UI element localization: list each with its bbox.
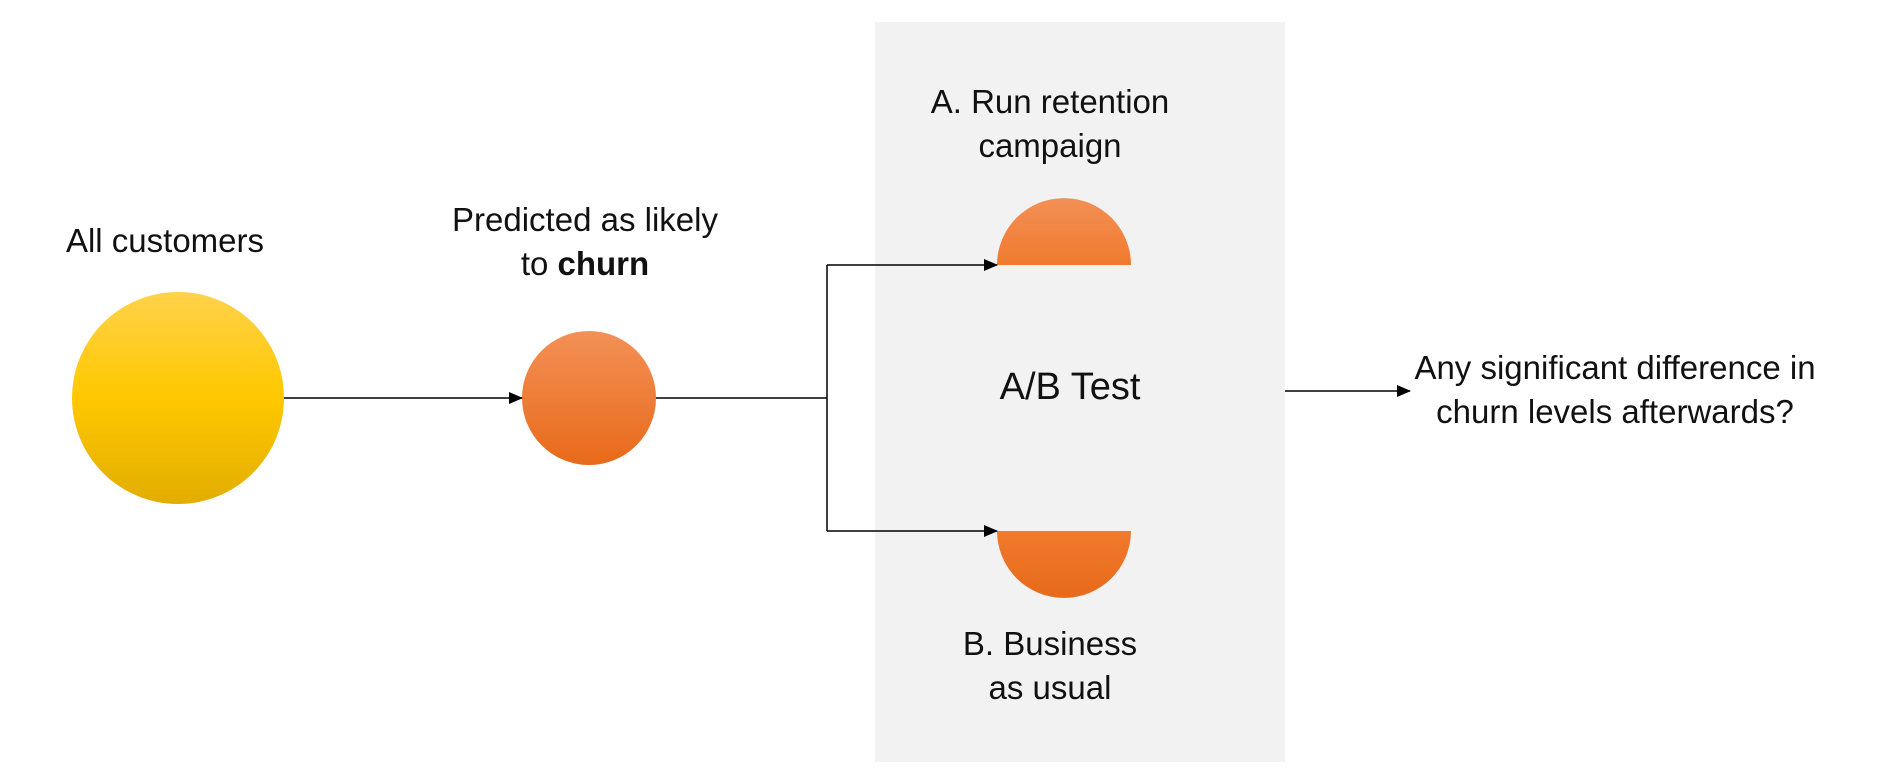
option-a-line-1: A. Run retention [930,83,1170,120]
predicted-line-2-bold: churn [557,245,650,282]
question-label: Any significant difference in churn leve… [1390,346,1840,434]
option-b-line-1: B. Business [962,625,1138,662]
predicted-line-1: Predicted as likely [452,201,718,238]
question-line-2: churn levels afterwards? [1436,393,1794,430]
group-b-half-circle [997,531,1131,598]
ab-test-label: A/B Test [960,365,1180,409]
predicted-line-2-prefix: to [520,245,558,282]
option-a-line-2: campaign [978,127,1122,164]
option-b-line-2: as usual [988,669,1112,706]
all-customers-text: All customers [65,222,265,259]
all-customers-label: All customers [40,219,290,263]
option-b-label: B. Business as usual [930,622,1170,710]
all-customers-circle [72,292,284,504]
predicted-line-2: to churn [420,242,750,286]
predicted-churn-circle [522,331,656,465]
option-a-label: A. Run retention campaign [900,80,1200,168]
ab-test-panel [875,22,1285,762]
ab-test-text: A/B Test [999,366,1141,408]
question-line-1: Any significant difference in [1414,349,1816,386]
predicted-churn-label: Predicted as likely to churn [420,198,750,286]
group-a-half-circle [997,198,1131,265]
